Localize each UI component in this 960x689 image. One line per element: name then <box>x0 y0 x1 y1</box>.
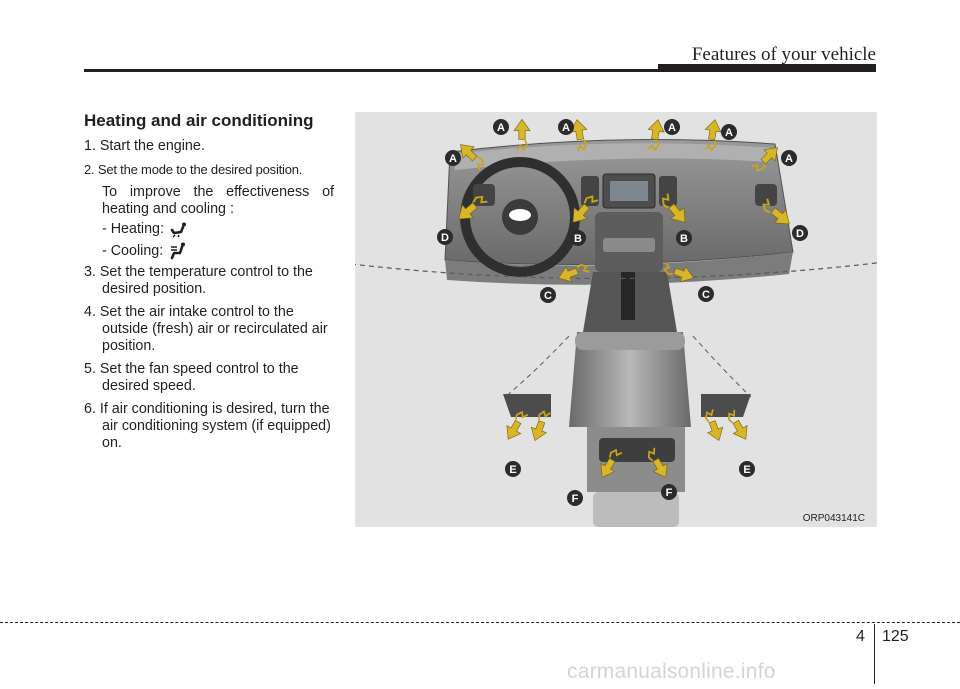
svg-text:A: A <box>497 122 505 134</box>
vent-label-e: E <box>739 461 755 477</box>
vent-label-c: C <box>540 287 556 303</box>
vent-label-a: A <box>781 150 797 166</box>
step-3: 3. Set the temperature control to the de… <box>84 264 313 297</box>
vent-label-a: A <box>664 119 680 135</box>
vent-label-c: C <box>698 286 714 302</box>
vent-label-b: B <box>676 230 692 246</box>
svg-text:D: D <box>441 232 449 244</box>
heating-mode-row: - Heating: <box>84 221 334 238</box>
step-2: 2. Set the mode to the desired position. <box>84 162 303 177</box>
vent-label-layer: A A A A A A B B C C D D E E F F <box>437 119 808 506</box>
running-header: Features of your vehicle <box>691 44 876 65</box>
svg-text:A: A <box>725 127 733 139</box>
step-6: 6. If air conditioning is desired, turn … <box>84 401 331 451</box>
figure-code: ORP043141C <box>802 513 865 524</box>
svg-text:F: F <box>572 493 579 505</box>
svg-text:E: E <box>743 464 750 476</box>
floor-mode-icon <box>170 222 186 238</box>
svg-text:A: A <box>562 122 570 134</box>
cooling-label: - Cooling: <box>102 242 164 259</box>
svg-text:B: B <box>574 233 582 245</box>
vent-label-d: D <box>792 225 808 241</box>
step-4: 4. Set the air intake control to the out… <box>84 304 328 354</box>
step-2-note: To improve the effectiveness of heating … <box>102 184 334 217</box>
heating-label: - Heating: <box>102 221 164 237</box>
vent-label-a: A <box>445 150 461 166</box>
footer-rule <box>0 622 960 623</box>
vent-label-f: F <box>567 490 583 506</box>
svg-text:A: A <box>785 153 793 165</box>
vent-label-e: E <box>505 461 521 477</box>
vent-diagram: A A A A A A B B C C D D E E F F ORP04314… <box>355 112 877 527</box>
vent-label-a: A <box>493 119 509 135</box>
procedure-steps: 1. Start the engine. 2. Set the mode to … <box>84 138 334 458</box>
vent-label-a: A <box>558 119 574 135</box>
svg-text:B: B <box>680 233 688 245</box>
section-number: 4 <box>856 628 865 645</box>
svg-text:F: F <box>666 487 673 499</box>
svg-text:C: C <box>702 289 710 301</box>
face-mode-icon <box>170 242 186 260</box>
vent-label-b: B <box>570 230 586 246</box>
page-number: 125 <box>882 628 909 645</box>
section-title: Heating and air conditioning <box>84 111 314 130</box>
dashboard-illustration <box>355 117 877 527</box>
step-5: 5. Set the fan speed control to the desi… <box>84 361 299 394</box>
watermark: carmanualsonline.info <box>567 660 776 683</box>
header-rule <box>84 69 876 72</box>
page-number-divider <box>874 624 875 684</box>
cooling-mode-row: - Cooling: <box>84 242 334 260</box>
step-1: 1. Start the engine. <box>84 138 205 154</box>
svg-text:A: A <box>449 153 457 165</box>
svg-text:D: D <box>796 228 804 240</box>
vent-label-d: D <box>437 229 453 245</box>
svg-text:E: E <box>509 464 516 476</box>
vent-label-a: A <box>721 124 737 140</box>
vent-label-f: F <box>661 484 677 500</box>
svg-text:C: C <box>544 290 552 302</box>
header-rule-tab <box>658 64 876 72</box>
svg-text:A: A <box>668 122 676 134</box>
